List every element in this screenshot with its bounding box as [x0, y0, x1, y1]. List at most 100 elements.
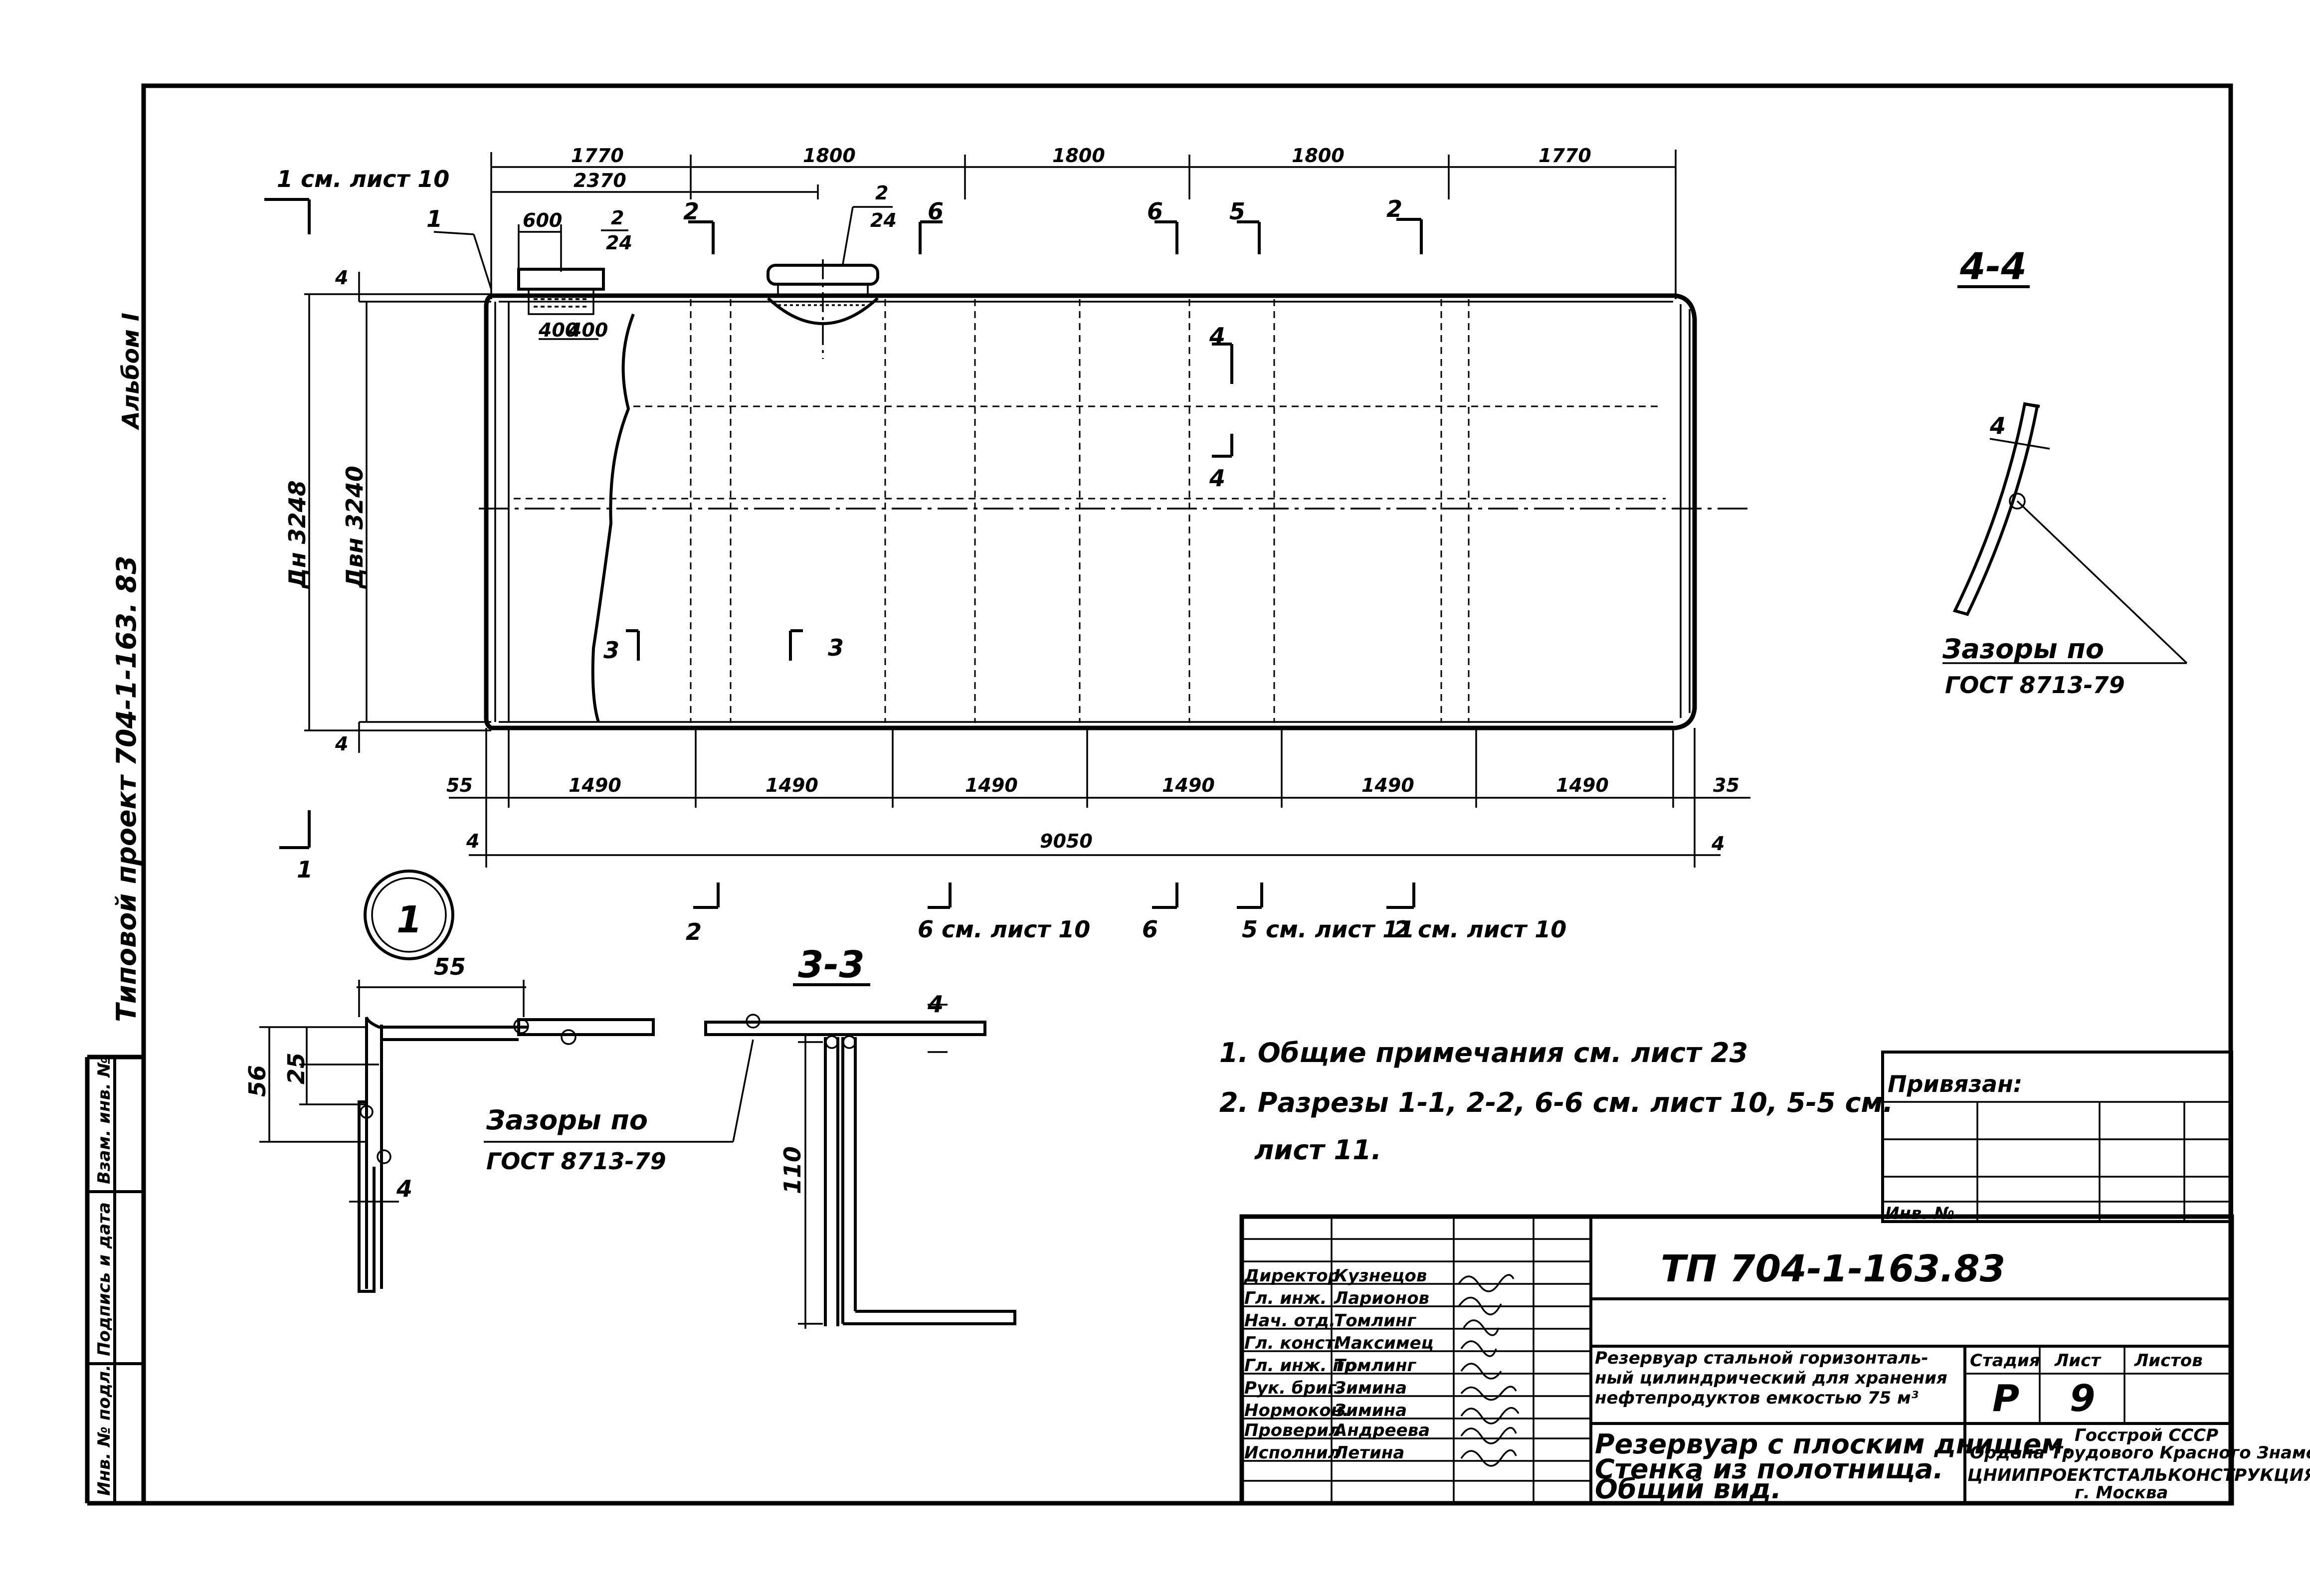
bottom-sec-2b: 2 см. лист 10 [1394, 916, 1566, 943]
sheet-title-3: Общий вид. [1595, 1473, 1781, 1505]
dim-400b: 400 [568, 319, 608, 341]
section-4-4-dim-4: 4 [1989, 412, 2006, 439]
stage-header: Стадия [1970, 1351, 2040, 1371]
detail-1-dim-25: 25 [283, 1053, 310, 1084]
top-dim-5: 1770 [1539, 145, 1591, 167]
dim-4-bottom: 4 [335, 733, 348, 755]
name-3: Максимец [1334, 1333, 1434, 1353]
section-3-3-dim-110: 110 [779, 1146, 806, 1194]
top-dimension-chain [490, 150, 1677, 340]
gap-note-4-b: ГОСТ 8713-79 [1945, 672, 2125, 699]
dia-inner: Двн 3240 [341, 466, 368, 589]
top-section-marks [264, 198, 1423, 254]
sec-4-up-label: 4 [1209, 323, 1225, 350]
section-3-3-dim-4: 4 [927, 991, 944, 1018]
org-1: Госстрой СССР [2075, 1425, 2218, 1445]
role-8: Исполнил [1244, 1443, 1341, 1463]
dim-55: 55 [446, 774, 473, 796]
project-side-label: Типовой проект 704-1-163. 83 [111, 555, 142, 1022]
role-1: Гл. инж. [1244, 1288, 1327, 1308]
section-4-4 [1942, 285, 2188, 664]
sec-6-a: 6 [928, 198, 944, 225]
dim-35: 35 [1713, 774, 1739, 796]
detail-1-circle-label: 1 [396, 898, 422, 941]
inv-no-label: Инв. № [1885, 1204, 1954, 1224]
gap-note-1-b: ГОСТ 8713-79 [486, 1148, 666, 1175]
sec-3-right-label: 3 [828, 634, 844, 661]
dim-400a: 400 [538, 319, 578, 341]
manhole-2-a: 2 [611, 207, 624, 229]
bottom-sec-2: 2 [686, 918, 702, 945]
top-dim-3: 1800 [1052, 145, 1105, 167]
tank-general-view [479, 259, 1750, 730]
object-name-2: ный цилиндрический для хранения [1595, 1368, 1947, 1388]
stage-value: Р [1992, 1377, 2019, 1420]
sec-3-left-label: 3 [603, 637, 619, 664]
sheet-value: 9 [2070, 1377, 2096, 1420]
org-3: ЦНИИПРОЕКТСТАЛЬКОНСТРУКЦИЯ [1967, 1465, 2310, 1485]
diameter-dims [304, 272, 491, 753]
object-name-3: нефтепродуктов емкостью 75 м³ [1595, 1388, 1919, 1408]
section-4-4-title: 4-4 [1959, 245, 2027, 288]
detail-1-dim-55: 55 [434, 953, 466, 980]
bottom-sec-6: 6 см. лист 10 [918, 916, 1090, 943]
object-name-1: Резервуар стальной горизонталь- [1595, 1348, 1928, 1368]
name-2: Томлинг [1334, 1311, 1417, 1331]
bottom-sec-6b: 6 [1142, 916, 1158, 943]
dim-4-right: 4 [1711, 833, 1725, 855]
dim-9050: 9050 [1040, 830, 1093, 852]
role-7: Проверил [1244, 1420, 1341, 1440]
sheet-frame [85, 83, 2233, 1506]
role-5: Рук. бриг. [1244, 1378, 1343, 1398]
sec-2-a: 2 [683, 198, 699, 225]
sheet-header: Лист [2054, 1351, 2102, 1371]
sec-2-b: 2 [1386, 195, 1402, 222]
sec-1-bottom: 1 [297, 856, 313, 883]
org-4: г. Москва [2075, 1483, 2168, 1503]
role-2: Нач. отд. [1244, 1311, 1336, 1331]
bottom-dim-6: 1490 [1556, 774, 1609, 796]
gap-note-1-a: Зазоры по [486, 1104, 648, 1136]
bottom-dim-4: 1490 [1162, 774, 1215, 796]
callout-1: 1 [426, 205, 442, 232]
name-7: Андреева [1333, 1420, 1430, 1440]
doc-code: ТП 704-1-163.83 [1661, 1247, 2005, 1290]
bottom-dim-5: 1490 [1361, 774, 1414, 796]
name-8: Летина [1334, 1443, 1404, 1463]
section-3-3-title: 3-3 [798, 943, 865, 986]
detail-1 [259, 870, 655, 1293]
sheets-header: Листов [2134, 1351, 2203, 1371]
role-0: Директор [1244, 1266, 1340, 1286]
bottom-dimension-chain [449, 728, 1750, 868]
name-6: Зимина [1334, 1401, 1407, 1420]
dim-4-top: 4 [335, 267, 348, 289]
dim-600: 600 [523, 209, 562, 231]
sheet-title-1: Резервуар с плоским днищем. [1595, 1428, 2074, 1460]
name-0: Кузнецов [1334, 1266, 1427, 1286]
role-4: Гл. инж. пр. [1244, 1356, 1363, 1376]
name-5: Зимина [1334, 1378, 1407, 1398]
sheet-title-2: Стенка из полотнища. [1595, 1453, 1943, 1485]
detail-1-dim-4: 4 [396, 1175, 412, 1202]
section-3-3 [704, 983, 1016, 1329]
dim-2370: 2370 [574, 170, 626, 191]
top-dim-2: 1800 [803, 145, 856, 167]
top-dim-4: 1800 [1292, 145, 1345, 167]
name-4: Томлинг [1334, 1356, 1417, 1376]
bottom-section-marks [279, 810, 1415, 909]
org-2: Ордена Трудового Красного Знамени [1970, 1443, 2310, 1463]
manhole-24-b: 24 [870, 209, 897, 231]
role-3: Гл. конст. [1244, 1333, 1341, 1353]
top-dim-1: 1770 [571, 145, 624, 167]
stamp-vzam: Взам. инв. № [94, 1057, 114, 1184]
dim-4-left: 4 [466, 830, 479, 852]
privyazan-label: Привязан: [1888, 1070, 2022, 1097]
name-1: Ларионов [1334, 1288, 1429, 1308]
bottom-dim-2: 1490 [766, 774, 818, 796]
bottom-dim-1: 1490 [569, 774, 621, 796]
album-label: Альбом I [117, 313, 144, 430]
sec-1-top: 1 см. лист 10 [277, 166, 449, 192]
note-2: 2. Разрезы 1-1, 2-2, 6-6 см. лист 10, 5-… [1219, 1087, 1893, 1118]
sec-6-b: 6 [1147, 198, 1163, 225]
